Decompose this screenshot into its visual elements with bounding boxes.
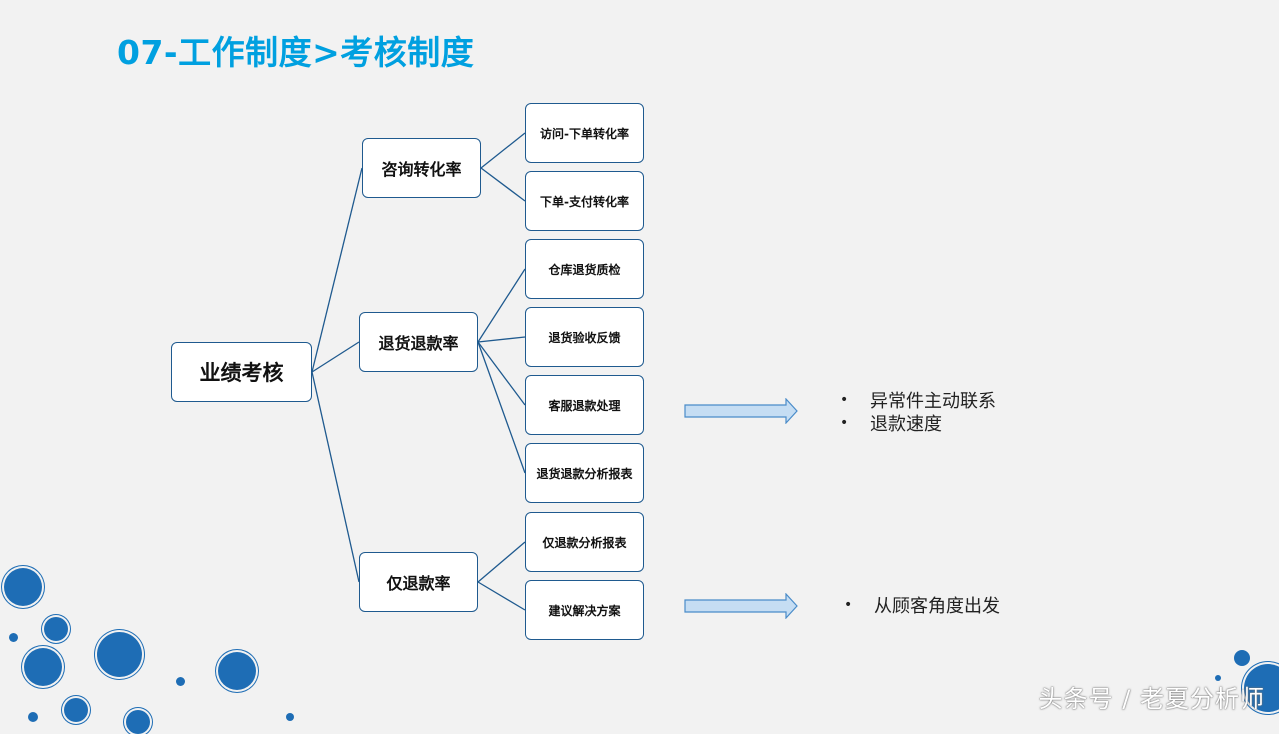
bullet-icon: • — [840, 414, 849, 431]
right-arrow-icon — [684, 593, 798, 619]
decor-circle — [44, 617, 68, 641]
note-item: •从顾客角度出发 — [844, 595, 1000, 617]
decor-circle — [9, 633, 18, 642]
leaf-node: 仓库退货质检 — [525, 239, 644, 299]
leaf-node: 退货退款分析报表 — [525, 443, 644, 503]
note-list-2: •从顾客角度出发 — [844, 593, 1000, 617]
branch-node-return: 退货退款率 — [359, 312, 478, 372]
note-item: •退款速度 — [840, 413, 942, 435]
watermark: 头条号 / 老夏分析师 — [1038, 685, 1265, 713]
decor-circle — [1215, 675, 1221, 681]
right-arrow-icon — [684, 398, 798, 424]
leaf-node: 退货验收反馈 — [525, 307, 644, 367]
decor-circle — [4, 568, 42, 606]
bullet-icon: • — [844, 596, 853, 613]
note-list-1: •异常件主动联系 •退款速度 — [840, 388, 996, 435]
decor-circle — [28, 712, 38, 722]
decor-circle — [97, 632, 142, 677]
decor-circle — [126, 710, 150, 734]
decor-circle — [64, 698, 88, 722]
note-item: •异常件主动联系 — [840, 390, 996, 412]
page-title: 07-工作制度>考核制度 — [117, 33, 475, 72]
leaf-node: 下单-支付转化率 — [525, 171, 644, 231]
decor-circle — [176, 677, 185, 686]
branch-node-consult: 咨询转化率 — [362, 138, 481, 198]
leaf-node: 仅退款分析报表 — [525, 512, 644, 572]
decor-circle — [24, 648, 62, 686]
leaf-node: 客服退款处理 — [525, 375, 644, 435]
branch-node-refund-only: 仅退款率 — [359, 552, 478, 612]
leaf-node: 访问-下单转化率 — [525, 103, 644, 163]
leaf-node: 建议解决方案 — [525, 580, 644, 640]
root-node: 业绩考核 — [171, 342, 312, 402]
decor-circle — [1244, 664, 1279, 712]
decor-circle — [218, 652, 256, 690]
decor-circle — [286, 713, 294, 721]
bullet-icon: • — [840, 391, 849, 408]
decor-circle — [1234, 650, 1250, 666]
